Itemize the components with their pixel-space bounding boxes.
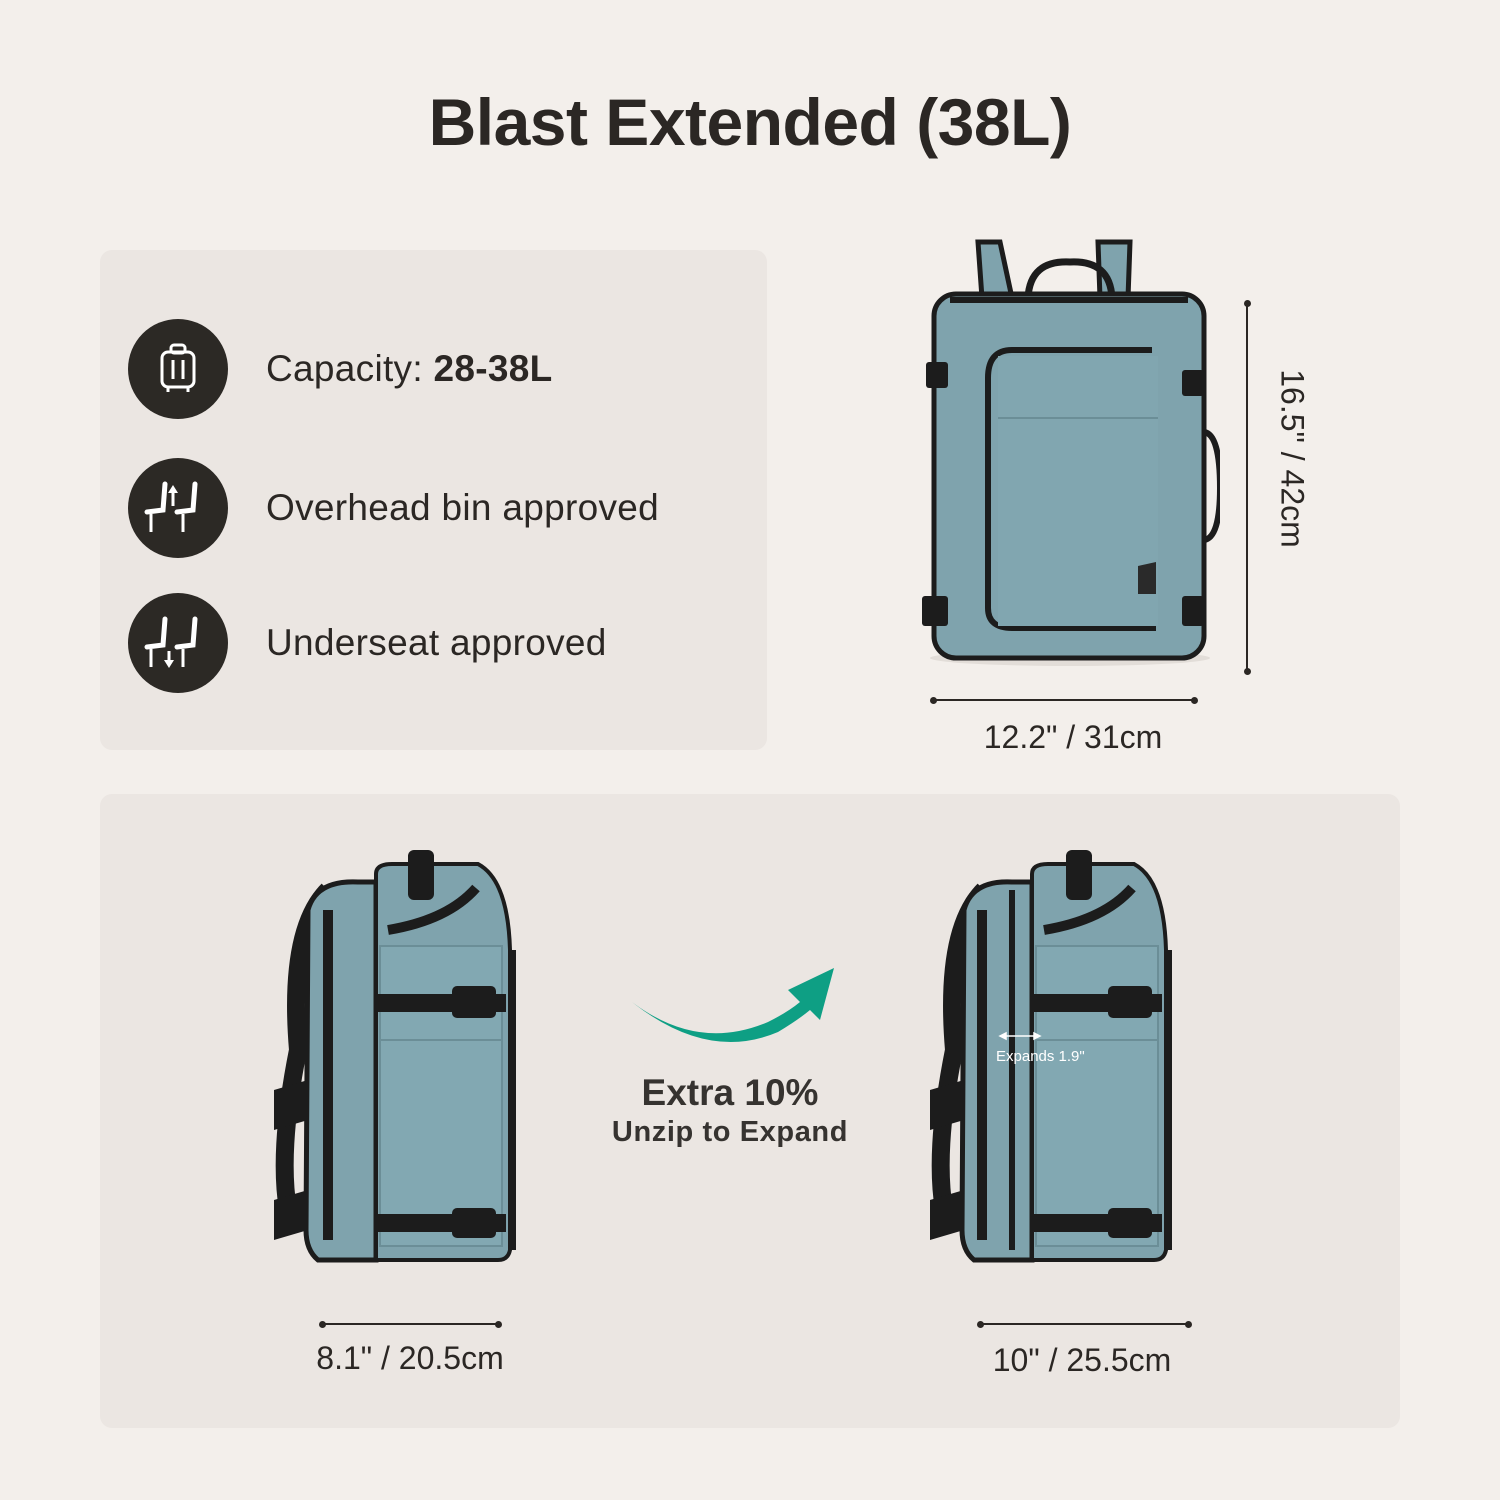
expanded-depth-dimension-line (980, 1323, 1188, 1325)
feature-underseat-label: Underseat approved (266, 622, 607, 663)
dimension-end-dot (1185, 1321, 1192, 1328)
feature-capacity: Capacity: 28-38L (128, 319, 553, 419)
backpack-side-expanded-image (928, 850, 1198, 1280)
dimension-end-dot (495, 1321, 502, 1328)
expansion-callout: Extra 10% Unzip to Expand (560, 1072, 900, 1149)
extra-capacity-headline: Extra 10% (641, 1072, 819, 1113)
feature-capacity-label: Capacity: 28-38L (266, 348, 553, 389)
dimension-end-dot (1244, 668, 1251, 675)
unzip-to-expand-subline: Unzip to Expand (611, 1116, 849, 1148)
dimension-end-dot (1244, 300, 1251, 307)
page-title: Blast Extended (38L) (428, 85, 1072, 159)
width-dimension-label: 12.2" / 31cm (983, 719, 1163, 755)
backpack-side-standard-image (268, 850, 538, 1280)
expand-arrow-icon (628, 966, 838, 1046)
height-dimension-line (1246, 304, 1248, 672)
luggage-icon (128, 319, 228, 419)
dimension-end-dot (930, 697, 937, 704)
dimension-end-dot (319, 1321, 326, 1328)
overhead-bin-seats-icon (128, 458, 228, 558)
feature-underseat: Underseat approved (128, 593, 607, 693)
feature-overhead-bin-label: Overhead bin approved (266, 487, 660, 528)
expands-annotation: Expands 1.9" (996, 1048, 1085, 1065)
standard-depth-label: 8.1" / 20.5cm (316, 1340, 504, 1376)
backpack-front-image (920, 238, 1224, 668)
height-dimension-label: 16.5" / 42cm (1274, 369, 1311, 548)
dimension-end-dot (1191, 697, 1198, 704)
width-dimension-line (933, 699, 1195, 701)
underseat-seats-icon (128, 593, 228, 693)
feature-overhead-bin: Overhead bin approved (128, 458, 659, 558)
capacity-value: 28-38L (433, 348, 553, 389)
standard-depth-dimension-line (322, 1323, 498, 1325)
features-panel: Capacity: 28-38L Overhead bin approved (100, 250, 767, 750)
dimension-end-dot (977, 1321, 984, 1328)
expanded-depth-label: 10" / 25.5cm (992, 1342, 1172, 1378)
